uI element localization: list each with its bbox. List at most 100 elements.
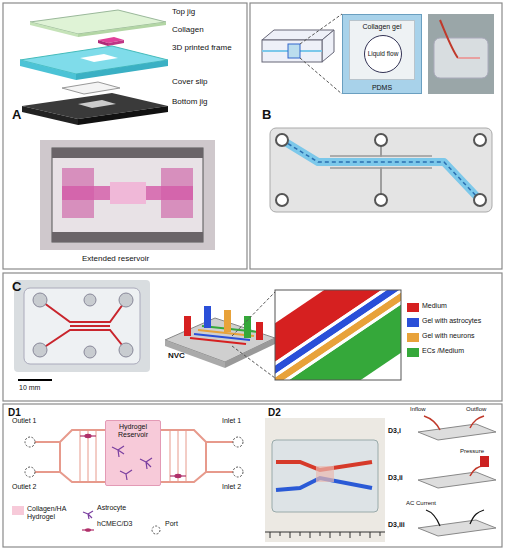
channel-layout — [276, 194, 288, 206]
channel-zoom — [275, 290, 401, 380]
channel-layout — [330, 168, 381, 194]
device-photo — [40, 140, 215, 250]
exploded-layers — [30, 10, 166, 34]
flow-label: Outflow — [466, 406, 486, 413]
legend-text: Port — [165, 520, 178, 528]
nvc-photo — [33, 343, 47, 357]
legend-text: Gel with neurons — [422, 332, 475, 340]
chip-sketch — [262, 30, 334, 62]
flow-lumen: Liquid flow — [364, 35, 402, 73]
nvc-photo — [70, 325, 110, 327]
nvc-photo — [84, 346, 96, 358]
channel-zoom — [275, 290, 401, 380]
chip-sketch — [262, 40, 322, 62]
nvc-render — [204, 306, 211, 328]
astrocyte-symbol — [83, 511, 93, 519]
microchannel — [161, 430, 238, 442]
legend-sample — [82, 505, 94, 515]
microchannel — [30, 430, 105, 442]
panel-frame — [250, 3, 502, 269]
zoom-line — [232, 346, 275, 378]
node-text: PDMS — [343, 84, 421, 92]
chip-photo — [316, 466, 334, 482]
panel-letter: D3,ii — [388, 474, 403, 482]
zoom-line — [300, 14, 342, 94]
microchannel — [96, 430, 97, 482]
panel-letter: C — [12, 280, 21, 294]
exploded-layers — [80, 54, 118, 62]
port-name: Inlet 2 — [222, 483, 241, 491]
microchannel — [186, 430, 187, 482]
port-name: Inlet 1 — [222, 417, 241, 425]
chip-sketch — [322, 30, 334, 62]
astrocyte-symbol — [112, 446, 124, 457]
legend-text: hCMEC/D3 — [97, 520, 132, 528]
test-setup — [426, 510, 440, 526]
chip-photo — [440, 20, 458, 58]
signal-label: AC Current — [406, 500, 436, 507]
panel-letter: D3,i — [388, 427, 401, 435]
chip-photo — [428, 14, 494, 94]
channel-layout — [474, 194, 486, 206]
port-symbol — [150, 525, 162, 535]
channel-zoom — [275, 290, 401, 380]
channel-layout — [330, 146, 381, 156]
cell-symbol — [85, 528, 91, 532]
legend-text: Medium — [422, 302, 447, 310]
nvc-photo — [119, 343, 133, 357]
panel-letter: D2 — [268, 407, 281, 418]
nvc-photo — [119, 293, 133, 307]
scale-bar — [18, 379, 52, 381]
nvc-render — [165, 318, 275, 362]
cell-symbol — [175, 474, 181, 477]
part-name: Bottom jig — [172, 98, 208, 107]
channel-zoom — [275, 290, 401, 380]
chip-photo — [272, 440, 378, 512]
legend-swatch — [407, 318, 419, 327]
port-name: Outlet 2 — [12, 483, 37, 491]
reservoir-box: Hydrogel Reservoir — [105, 420, 161, 486]
chip-photo — [458, 57, 480, 59]
test-setup — [470, 416, 484, 428]
nvc-render — [224, 310, 231, 332]
device-photo — [110, 182, 146, 204]
test-setup — [480, 456, 489, 467]
test-setup — [424, 416, 440, 430]
flow-label: Inflow — [410, 406, 426, 413]
exploded-layers — [22, 106, 78, 125]
exploded-layers — [78, 100, 116, 108]
chip-photo — [428, 14, 494, 94]
chip-photo — [265, 532, 385, 533]
astrocyte-symbol — [140, 458, 152, 469]
device-photo — [52, 148, 203, 242]
astrocyte-symbol — [82, 509, 94, 519]
cell-symbol — [82, 525, 94, 535]
test-setup — [470, 466, 484, 476]
channel-layout — [375, 194, 387, 206]
cell-symbol — [82, 528, 94, 532]
material-box: PDMSCollagen gelLiquid flow — [342, 14, 422, 94]
device-photo — [52, 148, 203, 158]
port-symbol — [233, 437, 243, 447]
legend-swatch — [407, 348, 419, 357]
legend-text: Astrocyte — [97, 504, 126, 512]
test-setup — [418, 472, 496, 488]
node-text: Hydrogel Reservoir — [106, 423, 160, 438]
microchannel — [59, 442, 61, 472]
nvc-render — [256, 322, 263, 340]
channel-zoom — [275, 290, 401, 380]
test-setup — [470, 510, 484, 524]
legend-text: ECs /Medium — [422, 347, 464, 355]
exploded-layers — [62, 82, 120, 94]
port-symbol — [25, 437, 35, 447]
nvc-photo — [24, 288, 140, 364]
legend-swatch — [407, 333, 419, 342]
panel-frame — [3, 3, 502, 547]
channel-layout — [282, 140, 480, 200]
legend-swatch — [407, 303, 419, 312]
exploded-layers — [30, 22, 78, 37]
channel-zoom — [275, 290, 401, 380]
